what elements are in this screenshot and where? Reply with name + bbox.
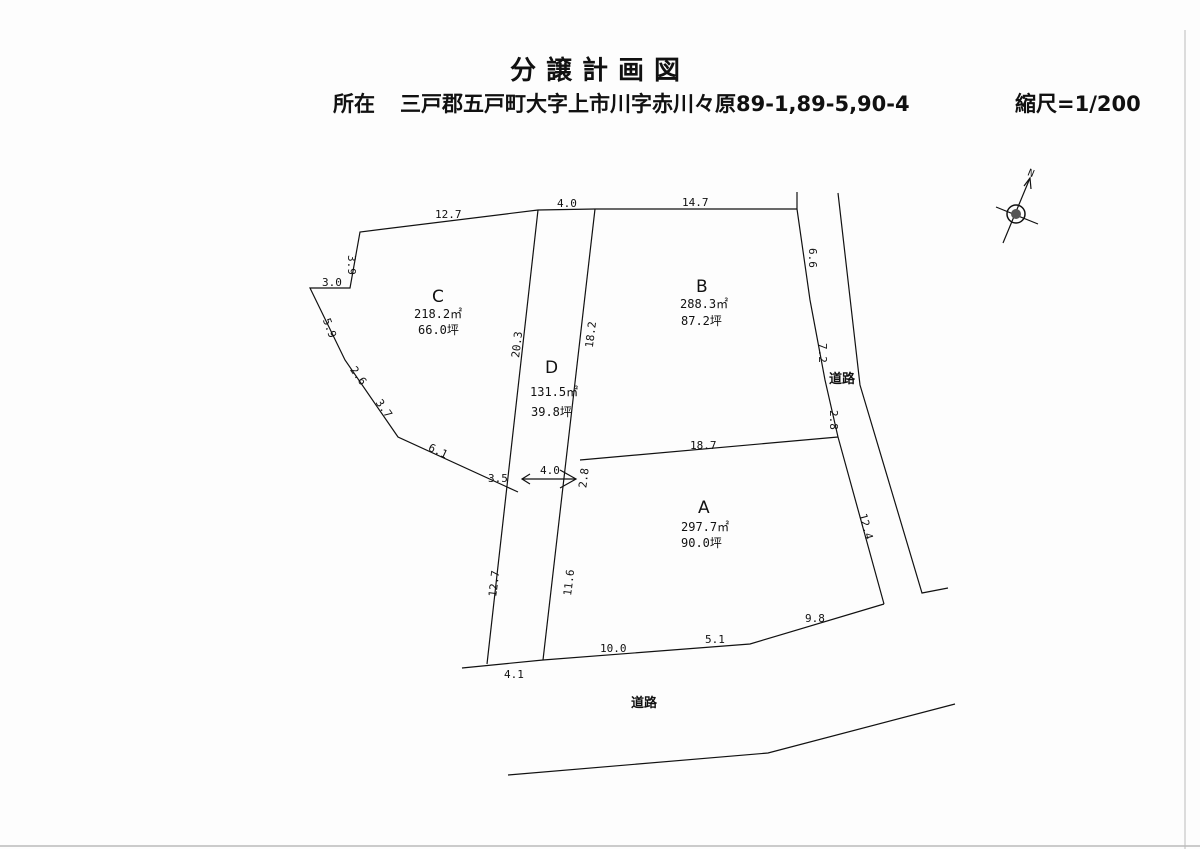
lot-d-area-m2: 131.5㎡ bbox=[530, 385, 578, 399]
compass-north-label: N bbox=[1026, 168, 1036, 180]
road-south-north-edge bbox=[461, 659, 544, 669]
dim-d-left: 20.3 bbox=[509, 331, 525, 359]
dim-d-top: 4.0 bbox=[557, 197, 577, 210]
lot-d-right-boundary bbox=[542, 208, 596, 661]
road-east-edge bbox=[837, 192, 949, 594]
road-south-label: 道路 bbox=[631, 695, 658, 711]
scale-ratio: 縮尺=1/200 bbox=[1015, 92, 1141, 116]
dim-c-left-step: 3.0 bbox=[322, 276, 342, 289]
dim-b-right3: 2.8 bbox=[827, 410, 840, 430]
lot-b-right-boundary bbox=[796, 208, 839, 438]
dim-c-sw3: 3.7 bbox=[373, 397, 395, 421]
lot-d-width-arrow-right bbox=[559, 469, 578, 489]
dim-a-bottom1: 10.0 bbox=[600, 642, 627, 655]
dim-flag-left: 12.7 bbox=[486, 570, 502, 598]
dim-c-top: 12.7 bbox=[435, 208, 462, 221]
dim-c-sw1: 5.9 bbox=[320, 317, 339, 340]
location-address: 三戸郡五戸町大字上市川字赤川々原89-1,89-5,90-4 bbox=[400, 92, 910, 116]
location-label: 所在 bbox=[333, 92, 375, 116]
lot-a-right-boundary bbox=[837, 436, 885, 605]
lot-d-area-tsubo: 39.8坪 bbox=[531, 405, 572, 419]
dim-flag-bottom: 4.1 bbox=[504, 668, 524, 681]
dim-b-top: 14.7 bbox=[682, 196, 709, 209]
dim-b-right1: 6.6 bbox=[806, 248, 819, 268]
dim-c-bottom1: 6.1 bbox=[426, 441, 450, 461]
lot-ab-division bbox=[579, 436, 839, 461]
lot-c-area-m2: 218.2㎡ bbox=[414, 307, 462, 321]
lot-c-area-tsubo: 66.0坪 bbox=[418, 323, 459, 337]
dim-ab-division: 18.7 bbox=[690, 439, 717, 452]
lot-b-letter: B bbox=[696, 277, 708, 297]
lot-d-letter: D bbox=[545, 358, 558, 378]
road-south-south-edge bbox=[507, 703, 956, 776]
lot-c-boundary bbox=[309, 209, 539, 493]
dim-c-left-short: 3.9 bbox=[345, 255, 358, 275]
compass-rose-icon: N bbox=[995, 168, 1039, 244]
lot-d-width-arrow-left bbox=[520, 473, 531, 485]
plan-title: 分譲計画図 bbox=[509, 56, 690, 86]
dim-a-left: 11.6 bbox=[561, 569, 577, 597]
lot-d-left-boundary bbox=[486, 209, 539, 665]
lot-a-area-tsubo: 90.0坪 bbox=[681, 536, 722, 550]
dim-a-left-short: 2.8 bbox=[576, 467, 591, 488]
dim-a-right: 12.4 bbox=[856, 512, 876, 541]
dim-d-right: 18.2 bbox=[583, 321, 599, 349]
lot-b-area-tsubo: 87.2坪 bbox=[681, 314, 722, 328]
lot-c-letter: C bbox=[432, 287, 444, 307]
lot-b-area-m2: 288.3㎡ bbox=[680, 297, 728, 311]
dim-c-bottom2: 3.5 bbox=[488, 472, 508, 485]
lot-a-bottom-boundary bbox=[542, 603, 885, 661]
lot-a-area-m2: 297.7㎡ bbox=[681, 520, 729, 534]
road-east-label: 道路 bbox=[829, 371, 856, 387]
dim-a-bottom2: 5.1 bbox=[705, 633, 725, 646]
dim-a-bottom3: 9.8 bbox=[805, 612, 825, 625]
dim-b-right2: 7.2 bbox=[816, 343, 829, 363]
lot-d-top-boundary bbox=[537, 208, 596, 211]
dim-d-bottom: 4.0 bbox=[540, 464, 560, 477]
lot-a-letter: A bbox=[698, 498, 710, 518]
